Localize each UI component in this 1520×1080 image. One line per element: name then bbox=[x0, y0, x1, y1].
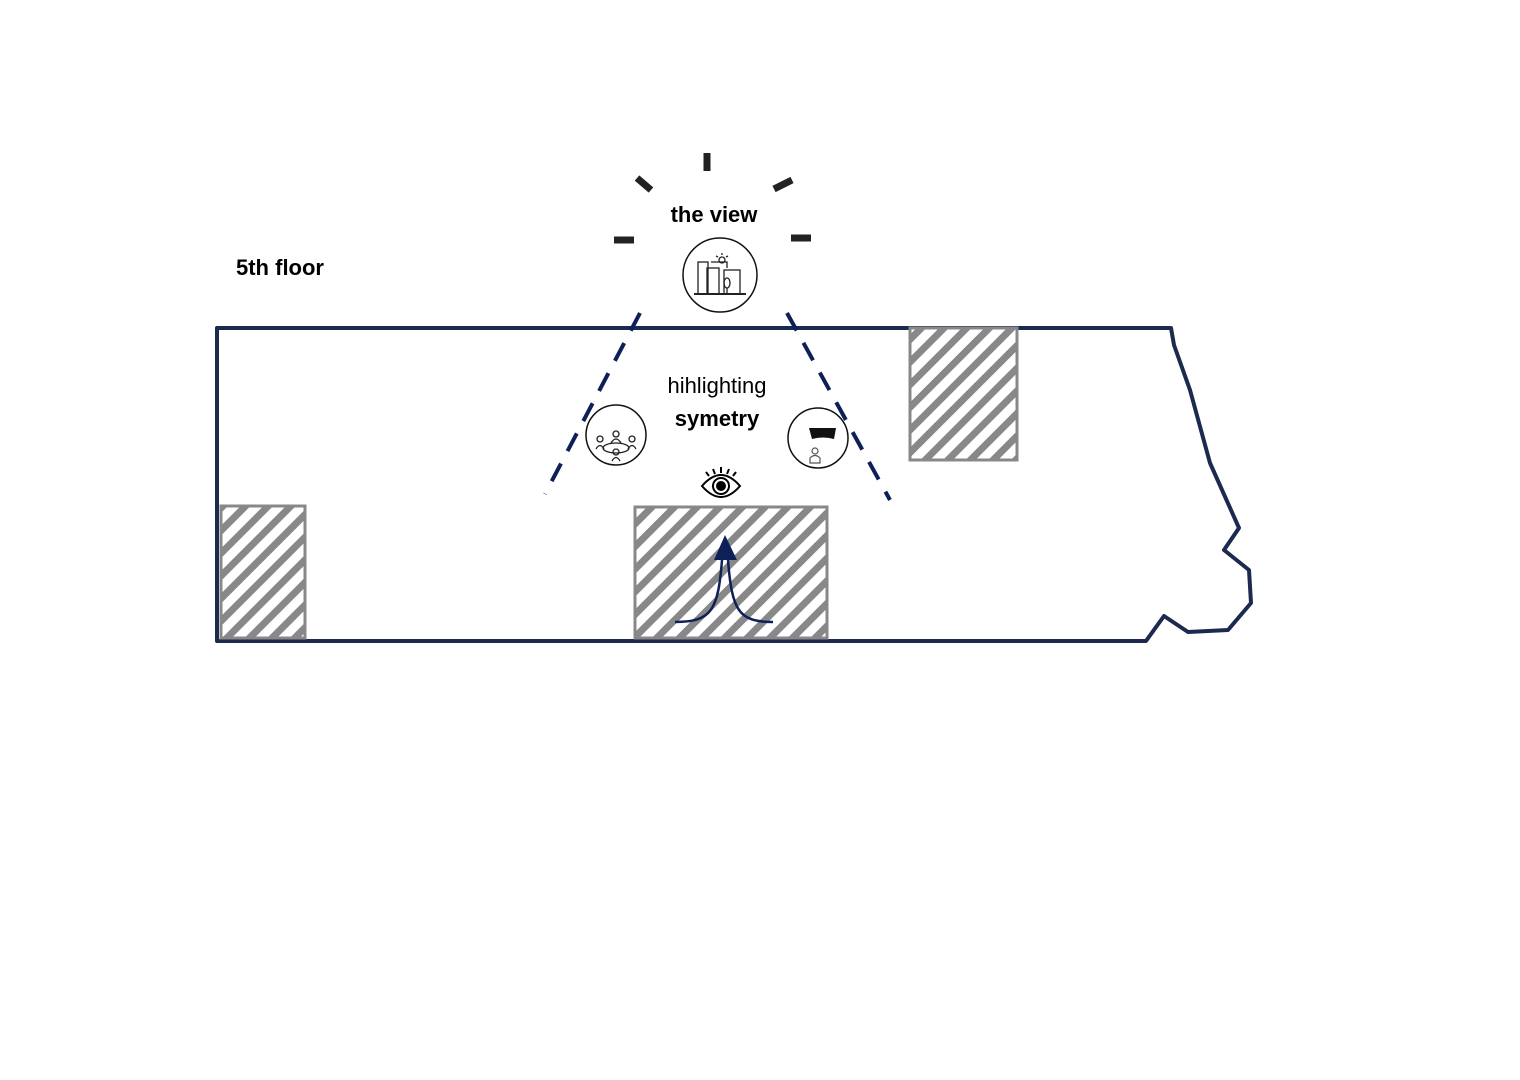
presentation-icon bbox=[787, 407, 849, 469]
eye-icon bbox=[700, 467, 742, 498]
core-top-right bbox=[908, 326, 1019, 462]
view-cone-left bbox=[543, 312, 642, 495]
city-view-icon bbox=[682, 237, 758, 313]
floor-outline bbox=[215, 326, 1253, 643]
meeting-table-icon bbox=[585, 404, 647, 466]
sun-rays-icon bbox=[614, 153, 811, 244]
floor-label: 5th floor bbox=[236, 255, 324, 280]
highlight-label: hihlighting bbox=[667, 373, 766, 398]
core-center bbox=[633, 505, 829, 640]
circulation-arrow-icon bbox=[674, 535, 774, 624]
view-label: the view bbox=[671, 202, 759, 227]
view-cone-right bbox=[785, 312, 892, 501]
core-left bbox=[219, 504, 307, 640]
symmetry-label: symetry bbox=[675, 406, 760, 431]
